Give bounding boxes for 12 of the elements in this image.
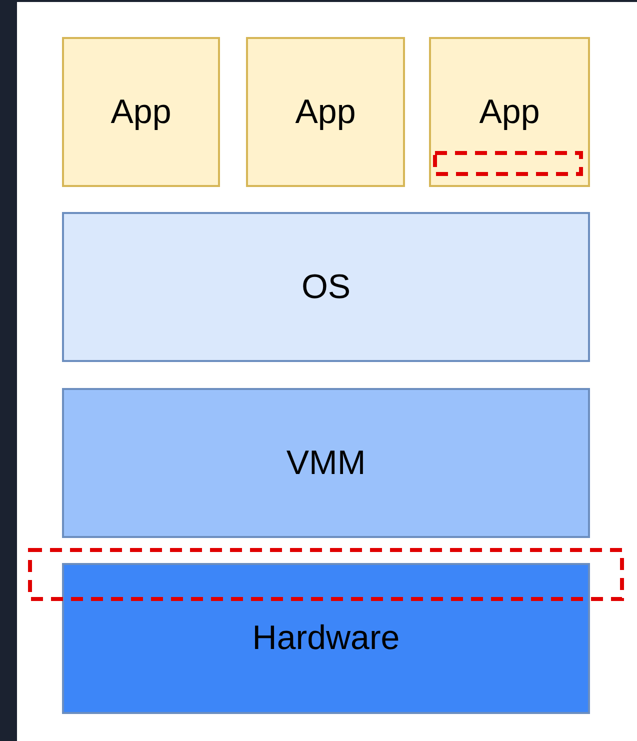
layer-label: VMM [286, 444, 366, 482]
layer-box [429, 37, 590, 187]
layer-label: App [479, 92, 540, 132]
layer-label: App [295, 92, 356, 132]
layer-label: App [110, 92, 172, 132]
layer-label: OS [301, 268, 351, 306]
layer-box [62, 37, 220, 187]
layer-label: Hardware [252, 619, 400, 658]
layer-box [62, 212, 590, 362]
layer-box [246, 37, 405, 187]
layer-box [62, 388, 590, 538]
layer-box [62, 563, 590, 714]
